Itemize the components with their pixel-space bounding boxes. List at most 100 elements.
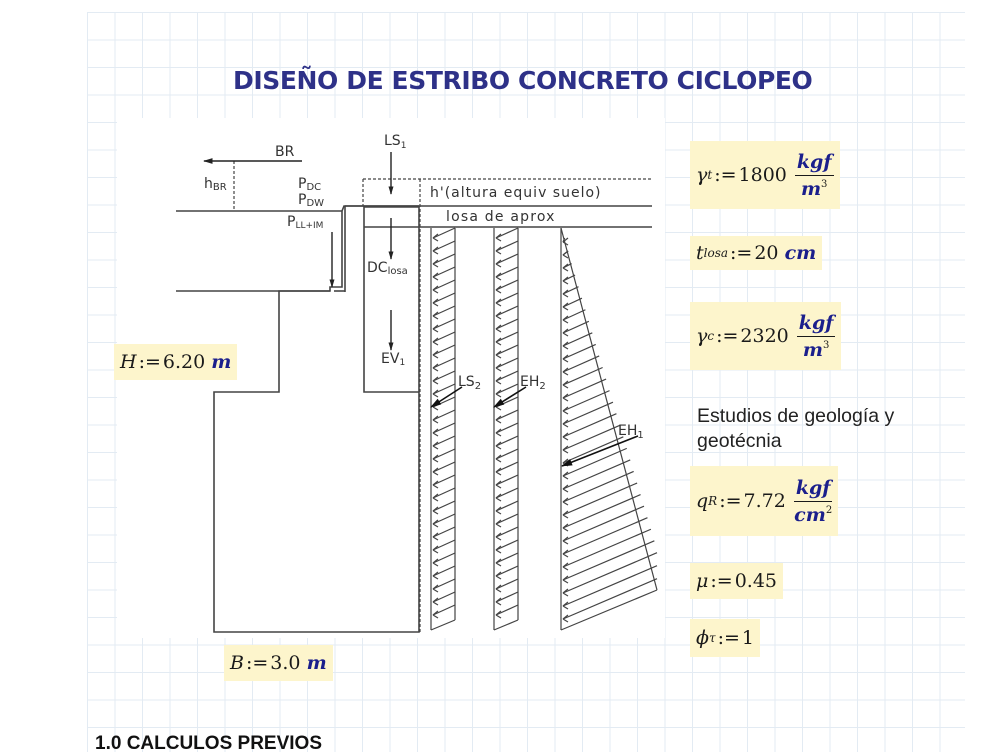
hatch-tick (432, 272, 439, 278)
hatch-tick (432, 380, 439, 385)
param-B[interactable]: B := 3.0 m (224, 645, 333, 681)
hatch-tick (562, 354, 569, 360)
hatch-tick (495, 445, 502, 450)
hatch-tick (432, 471, 439, 476)
hatch-tick (495, 614, 502, 619)
hatch-tick (495, 389, 502, 395)
hatch-line (562, 286, 579, 295)
hatch-tick (495, 532, 502, 538)
param-H[interactable]: H := 6.20 m (114, 344, 238, 380)
hatch-line (495, 292, 519, 304)
hatch-tick (495, 575, 502, 580)
hatch-line (432, 578, 456, 590)
hatch-tick (495, 276, 502, 281)
param-value: 7.72 (743, 490, 786, 512)
hatch-line (432, 461, 456, 473)
hatch-tick (495, 558, 502, 564)
hatch-tick (432, 584, 439, 590)
hatch-line (562, 459, 631, 490)
hatch-line (495, 409, 519, 421)
hatch-tick (432, 367, 439, 372)
ls2-resultant-arrow (430, 386, 463, 408)
hatch-tick (562, 562, 569, 568)
hatch-tick (562, 276, 569, 282)
hatch-line (562, 390, 610, 412)
hatch-tick (495, 311, 502, 317)
eh2-resultant-arrow (493, 386, 527, 408)
hatch-line (432, 370, 456, 382)
hatch-tick (562, 471, 569, 477)
hatch-line (562, 309, 586, 321)
hatch-tick (495, 510, 502, 515)
hatch-tick (432, 536, 439, 541)
hatch-tick (562, 523, 569, 529)
hatch-tick (432, 601, 439, 606)
hatch-tick (562, 488, 569, 493)
hatch-line (495, 266, 519, 278)
hatch-tick (562, 345, 569, 350)
hatch-line (562, 552, 658, 594)
hatch-tick (562, 410, 569, 415)
hatch-tick (562, 579, 569, 584)
hatch-line (562, 366, 603, 386)
hatch-line (495, 240, 519, 252)
hatch-line (432, 487, 456, 499)
hatch-line (495, 552, 519, 564)
hatch-line (495, 487, 519, 499)
hatch-line (562, 378, 607, 399)
hatch-tick (432, 354, 439, 359)
triangle-edge-slope (560, 227, 658, 591)
hatch-tick (562, 397, 569, 402)
hatch-line (562, 297, 583, 308)
hatch-line (562, 494, 641, 529)
hatch-tick (432, 519, 439, 525)
hatch-tick (562, 475, 569, 480)
hatch-tick (432, 259, 439, 265)
hatch-tick (495, 458, 502, 463)
hatch-tick (495, 480, 502, 486)
hatch-tick (562, 263, 569, 269)
hatch-line (432, 448, 456, 460)
label-br: BR (275, 144, 295, 160)
hatch-tick (495, 523, 502, 528)
hatch-tick (432, 562, 439, 567)
hatch-tick (562, 618, 569, 623)
hatch-tick (432, 311, 439, 317)
hatch-tick (562, 445, 569, 451)
param-value: 0.45 (734, 570, 777, 592)
hatch-tick (562, 384, 569, 389)
hatch-line (562, 482, 638, 516)
hatch-tick (495, 315, 502, 320)
hatch-tick (495, 376, 502, 382)
hatch-tick (432, 363, 439, 369)
hatch-tick (495, 441, 502, 447)
hatch-tick (432, 575, 439, 580)
hatch-line (432, 357, 456, 369)
hatch-tick (495, 467, 502, 473)
hatch-tick (432, 549, 439, 554)
hatch-tick (495, 285, 502, 291)
label-ev1: EV1 (381, 351, 405, 368)
param-mu[interactable]: μ := 0.45 (690, 563, 783, 599)
hatch-tick (562, 510, 569, 516)
hatch-tick (432, 610, 439, 616)
hatch-tick (432, 493, 439, 499)
label-eh2: EH2 (520, 374, 546, 392)
hatch-tick (562, 406, 569, 412)
hatch-line (495, 331, 519, 343)
hatch-tick (432, 263, 439, 268)
param-value: 6.20 (162, 351, 206, 373)
hatch-tick (432, 523, 439, 528)
hatch-line (562, 540, 655, 581)
hatch-line (495, 565, 519, 577)
hatch-tick (432, 276, 439, 281)
hatch-line (562, 528, 652, 568)
param-value: 2320 (740, 325, 789, 347)
hatch-tick (495, 337, 502, 343)
